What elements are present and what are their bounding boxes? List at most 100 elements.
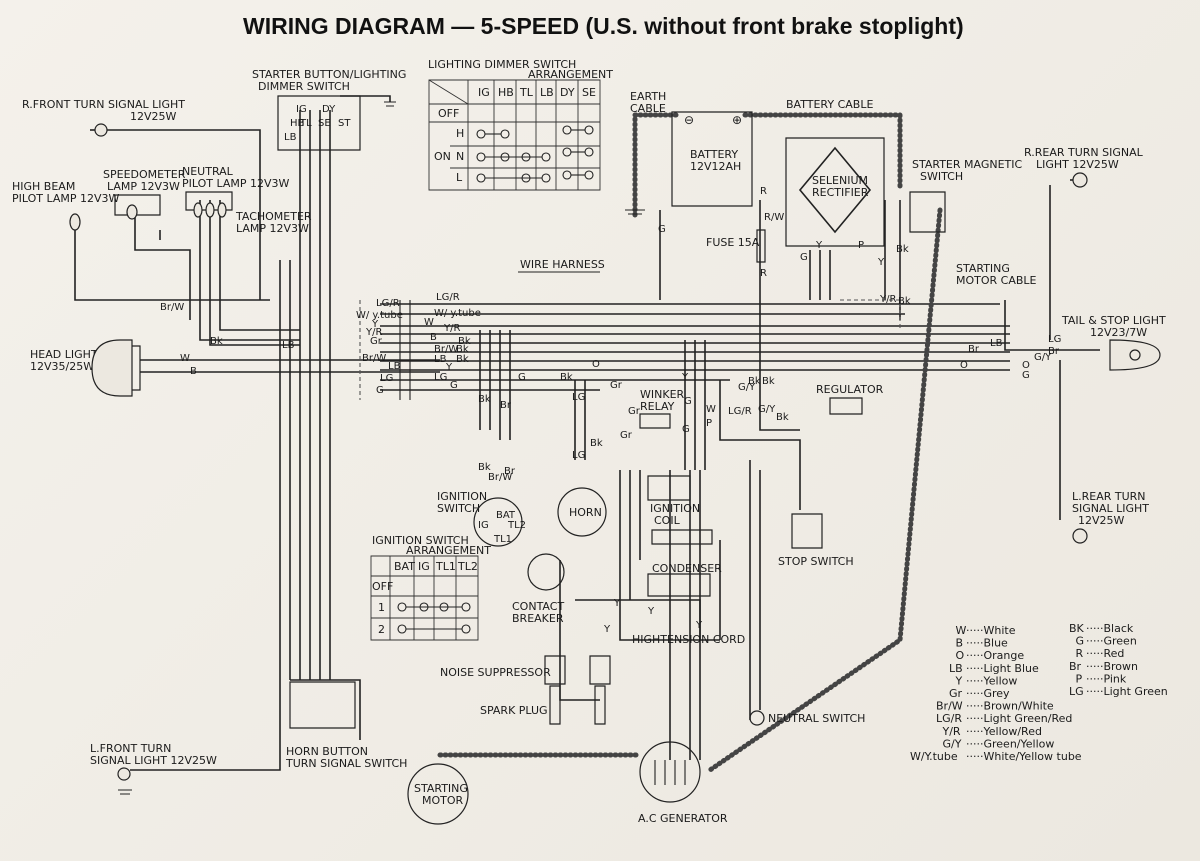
wire-label-misc: G — [682, 424, 690, 435]
earth-cable-label-2: CABLE — [630, 102, 666, 115]
legend-name: ·····Light Green — [1086, 685, 1168, 698]
starting-motor-cable-label: STARTING — [956, 262, 1010, 275]
neutral-switch-label: NEUTRAL SWITCH — [768, 712, 865, 725]
wire-label-left: Gr — [370, 336, 383, 347]
wire-label-harness: G — [450, 380, 458, 391]
l-rear-turn-label: L.REAR TURN — [1072, 490, 1146, 503]
legend-name: ·····Green/Yellow — [966, 737, 1054, 750]
r-front-turn-signal: R.FRONT TURN SIGNAL LIGHT 12V25W — [22, 98, 185, 137]
dimmer-table-title: LIGHTING DIMMER SWITCH — [428, 58, 576, 71]
legend-name: ·····Yellow — [966, 674, 1017, 687]
stop-switch-label: STOP SWITCH — [778, 555, 854, 568]
legend-name: ·····Yellow/Red — [966, 725, 1042, 738]
ignition-switch-label-2: SWITCH — [437, 502, 480, 515]
speedometer-label: SPEEDOMETER — [103, 168, 186, 181]
high-beam-label: HIGH BEAM — [12, 180, 75, 193]
starter-magnetic-switch: STARTER MAGNETIC SWITCH — [909, 158, 1023, 233]
dimmer-col-dy: DY — [560, 86, 575, 99]
wire-label-misc: LG/R — [728, 406, 752, 417]
wire-label-misc: R/W — [764, 212, 784, 223]
regulator: REGULATOR — [816, 383, 884, 415]
ignition-col-tl2: TL2 — [457, 560, 478, 573]
earth-cable-label: EARTH — [630, 90, 666, 103]
fuse-label: FUSE 15A — [706, 236, 760, 249]
wire-label-left: Bk — [210, 336, 223, 347]
wire-label-layer: LG/RW/ y.tubeYY/RGrBr/WLBLGGWBLBBr/WBkLG… — [160, 186, 1061, 635]
spark-plug-label: SPARK PLUG — [480, 704, 548, 717]
wire-label-misc: Br — [504, 466, 516, 477]
harness-boundary — [359, 299, 901, 400]
tail-stop-label: TAIL & STOP LIGHT — [1061, 314, 1166, 327]
legend-name: ·····Grey — [966, 687, 1010, 700]
legend-code: W/Y.tube — [910, 750, 958, 763]
condenser: CONDENSER — [647, 562, 722, 597]
ignition-coil-label-2: COIL — [654, 514, 681, 527]
l-rear-turn-rating: 12V25W — [1078, 514, 1125, 527]
starting-motor: STARTING MOTOR — [407, 763, 469, 825]
ignition-switch-arrangement-table: IGNITION SWITCH ARRANGEMENT BAT IG TL1 T… — [370, 534, 491, 641]
cable-lines — [437, 112, 943, 773]
r-rear-turn-signal: R.REAR TURN SIGNAL LIGHT 12V25W — [1024, 146, 1144, 188]
dimmer-col-lb: LB — [540, 86, 554, 99]
ig-term-tl1: TL1 — [493, 534, 512, 545]
wire-label-misc: G — [684, 396, 692, 407]
ignition-coil-label: IGNITION — [650, 502, 700, 515]
head-light: HEAD LIGHT 12V35/25W — [30, 339, 141, 397]
starting-motor-cable-label-2: MOTOR CABLE — [956, 274, 1037, 287]
legend-name: ·····White — [966, 624, 1016, 637]
ignition-col-ig: IG — [418, 560, 430, 573]
wire-label-left: W — [180, 353, 190, 364]
legend-code: G — [1076, 635, 1085, 648]
legend-name: ·····Light Green/Red — [966, 712, 1072, 725]
ignition-switch-label: IGNITION — [437, 490, 487, 503]
ignition-row-1: 1 — [378, 601, 385, 614]
legend-code: Y — [955, 674, 963, 687]
wire-label-misc: LG — [572, 450, 585, 461]
l-front-turn-signal: L.FRONT TURN SIGNAL LIGHT 12V25W — [90, 742, 217, 795]
legend-name: ·····Light Blue — [966, 662, 1039, 675]
horn-button-turn-switch: HORN BUTTON TURN SIGNAL SWITCH — [285, 681, 407, 770]
legend-name: ·····Green — [1086, 635, 1137, 648]
wire-label-misc: Br/W — [488, 472, 512, 483]
speedometer-lamp: SPEEDOMETER LAMP 12V3W — [103, 168, 186, 240]
terminal-dy: DY — [322, 104, 336, 115]
wire-label-left: LB — [282, 340, 295, 351]
battery-label: BATTERY — [690, 148, 738, 161]
wire-label-harness: O — [592, 359, 600, 370]
tachometer-lamp: TACHOMETER LAMP 12V3W — [235, 210, 312, 235]
dimmer-col-hb: HB — [498, 86, 514, 99]
legend-code: LG/R — [936, 712, 962, 725]
legend-code: LG — [1069, 685, 1084, 698]
noise-suppressor: NOISE SUPPRESSOR — [440, 655, 611, 685]
battery-minus: ⊖ — [684, 113, 694, 127]
r-front-turn-label: R.FRONT TURN SIGNAL LIGHT — [22, 98, 185, 111]
r-rear-turn-rating: LIGHT 12V25W — [1036, 158, 1119, 171]
wire-harness-label: WIRE HARNESS — [520, 258, 605, 271]
dimmer-switch-arrangement-table: LIGHTING DIMMER SWITCH ARRANGEMENT IG HB… — [428, 58, 613, 191]
wire-label-misc: Y — [613, 598, 621, 609]
terminal-ig: IG — [296, 104, 307, 115]
wire-label-misc: W — [706, 404, 716, 415]
dimmer-pos-l: L — [456, 171, 463, 184]
dimmer-row-off: OFF — [438, 107, 459, 120]
wire-label-left: LG — [380, 373, 393, 384]
wire-label-misc: Bk — [478, 462, 491, 473]
ignition-coil: IGNITION COIL — [647, 475, 713, 545]
l-rear-turn-label-2: SIGNAL LIGHT — [1072, 502, 1149, 515]
neutral-pilot-label: NEUTRAL — [182, 165, 234, 178]
wire-label-harness: Bk — [456, 344, 469, 355]
wire-label-harness: W — [424, 317, 434, 328]
ignition-col-tl1: TL1 — [435, 560, 456, 573]
speedometer-rating: LAMP 12V3W — [107, 180, 180, 193]
wire-label-misc: G — [800, 252, 808, 263]
battery-cable-label: BATTERY CABLE — [786, 98, 873, 111]
starting-motor-label-2: MOTOR — [422, 794, 464, 807]
ac-generator-label: A.C GENERATOR — [638, 812, 728, 825]
wire-label-misc: Bk — [478, 394, 491, 405]
winker-relay-label: WINKER — [640, 388, 685, 401]
rectifier-label: SELENIUM — [812, 174, 868, 187]
wire-label-right: G — [1022, 370, 1030, 381]
condenser-label: CONDENSER — [652, 562, 722, 575]
